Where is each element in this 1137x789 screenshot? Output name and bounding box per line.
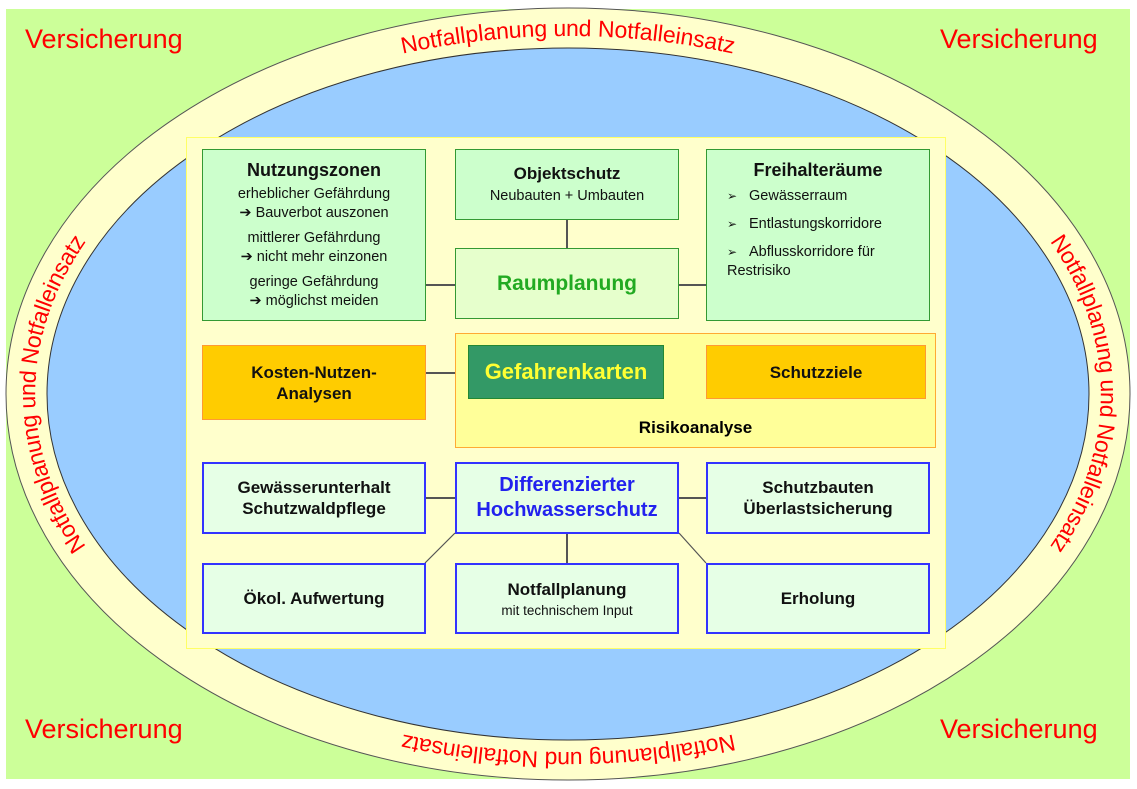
list-item: ➢Entlastungskorridore [727, 216, 882, 232]
connector [679, 284, 706, 286]
arrow-bullet-icon: ➢ [727, 217, 738, 231]
schutzziele-box: Schutzziele [706, 345, 926, 399]
freihalteraeume-title: Freihalteräume [753, 160, 883, 180]
insurance-label-bottom-left: Versicherung [25, 714, 183, 744]
gefahrenkarten-label: Gefahrenkarten [484, 359, 648, 384]
objektschutz-box: Objektschutz Neubauten + Umbauten [455, 149, 679, 220]
freihalteraeume-list: ➢Gewässerraum ➢Entlastungskorridore ➢Abf… [707, 187, 929, 290]
risikoanalyse-label: Risikoanalyse [638, 418, 753, 437]
notfallplanung-subtitle: mit technischem Input [501, 603, 633, 618]
erholung-label: Erholung [780, 589, 856, 608]
connector [566, 533, 568, 563]
zone-line: ➔ Bauverbot auszonen [239, 205, 389, 221]
objektschutz-subtitle: Neubauten + Umbauten [489, 188, 645, 204]
zone-line: ➔ nicht mehr einzonen [240, 249, 388, 265]
raumplanung-box: Raumplanung [455, 248, 679, 319]
arrow-bullet-icon: ➢ [727, 245, 738, 259]
hochwasserschutz-title: Differenzierter Hochwasserschutz [476, 474, 658, 521]
schutzbauten-label: Schutzbauten Überlastsicherung [743, 478, 893, 518]
schutzbauten-box: Schutzbauten Überlastsicherung [706, 462, 930, 534]
zone-line: erheblicher Gefährdung [237, 186, 391, 202]
gefahrenkarten-box: Gefahrenkarten [468, 345, 664, 399]
connector [425, 497, 455, 499]
kosten-nutzen-box: Kosten-Nutzen-Analysen [202, 345, 426, 420]
zone-line: mittlerer Gefährdung [247, 230, 381, 246]
oekol-label: Ökol. Aufwertung [243, 589, 385, 608]
connector [425, 372, 455, 374]
raumplanung-title: Raumplanung [497, 271, 637, 295]
zone-line: geringe Gefährdung [249, 274, 379, 290]
gewaesserunterhalt-label: Gewässerunterhalt Schutzwaldpflege [237, 478, 391, 518]
notfallplanung-title: Notfallplanung [507, 580, 627, 599]
zone-line: ➔ möglichst meiden [249, 293, 379, 309]
insurance-label-bottom-right: Versicherung [940, 714, 1098, 744]
arrow-bullet-icon: ➢ [727, 189, 738, 203]
erholung-box: Erholung [706, 563, 930, 634]
list-item: ➢Abflusskorridore für Restrisiko [727, 244, 875, 279]
notfallplanung-box: Notfallplanung mit technischem Input [455, 563, 679, 634]
hochwasserschutz-box: Differenzierter Hochwasserschutz [455, 462, 679, 534]
connector [566, 219, 568, 248]
objektschutz-title: Objektschutz [513, 164, 621, 183]
schutzziele-label: Schutzziele [769, 362, 863, 382]
oekol-box: Ökol. Aufwertung [202, 563, 426, 634]
nutzungszonen-title: Nutzungszonen [247, 160, 381, 180]
nutzungszonen-box: Nutzungszonen erheblicher Gefährdung ➔ B… [202, 149, 426, 321]
connector [679, 497, 706, 499]
gewaesserunterhalt-box: Gewässerunterhalt Schutzwaldpflege [202, 462, 426, 534]
list-item: ➢Gewässerraum [727, 188, 848, 204]
insurance-label-top-left: Versicherung [25, 24, 183, 54]
insurance-label-top-right: Versicherung [940, 24, 1098, 54]
connector [425, 284, 455, 286]
kosten-nutzen-label: Kosten-Nutzen-Analysen [251, 362, 377, 403]
freihalteraeume-box: Freihalteräume ➢Gewässerraum ➢Entlastung… [706, 149, 930, 321]
